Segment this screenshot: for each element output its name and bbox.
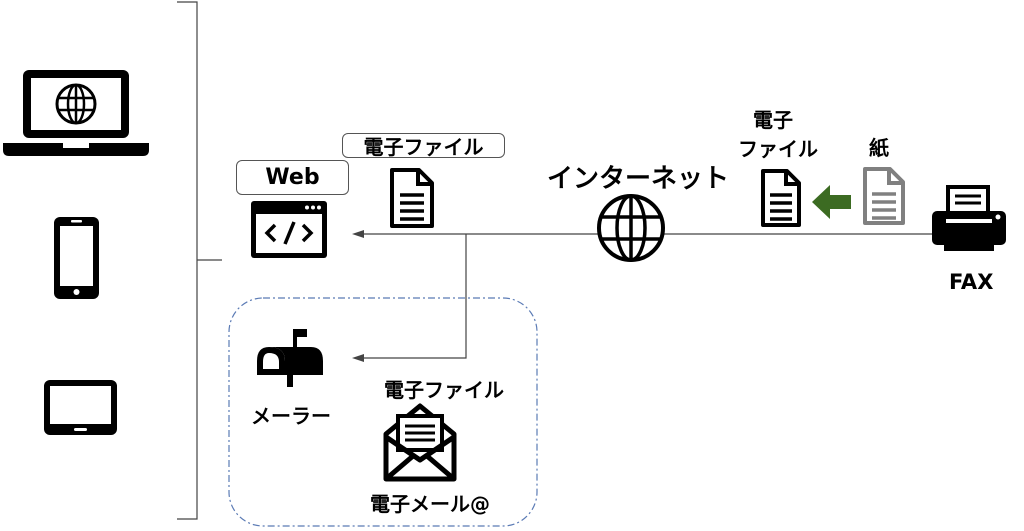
web-code-window-icon (250, 200, 328, 259)
laptop-globe-icon (3, 67, 149, 157)
efile-mail-label: 電子ファイル (384, 378, 504, 402)
paper-label: 紙 (869, 136, 889, 160)
efile-top-label: 電子ファイル (363, 135, 484, 159)
fax-printer-icon (930, 185, 1008, 253)
open-envelope-icon (383, 402, 457, 482)
tablet-icon (43, 379, 118, 436)
left-arrow-icon (812, 185, 852, 219)
efile-right-label-line1: 電子 (753, 108, 793, 132)
smartphone-icon (53, 216, 100, 300)
efile-top-label-box: 電子ファイル (342, 133, 505, 159)
email-label: 電子メール@ (370, 492, 490, 516)
efile-right-label-line2: ファイル (738, 137, 818, 161)
web-label: Web (265, 165, 320, 190)
document-icon (389, 167, 435, 229)
globe-icon (595, 192, 667, 264)
mailer-label: メーラー (251, 404, 331, 428)
internet-label: インターネット (547, 164, 730, 194)
document-icon (760, 168, 802, 228)
fax-label: FAX (949, 270, 994, 294)
mailbox-icon (255, 327, 327, 387)
web-label-box: Web (236, 160, 349, 195)
paper-document-icon (862, 166, 906, 226)
